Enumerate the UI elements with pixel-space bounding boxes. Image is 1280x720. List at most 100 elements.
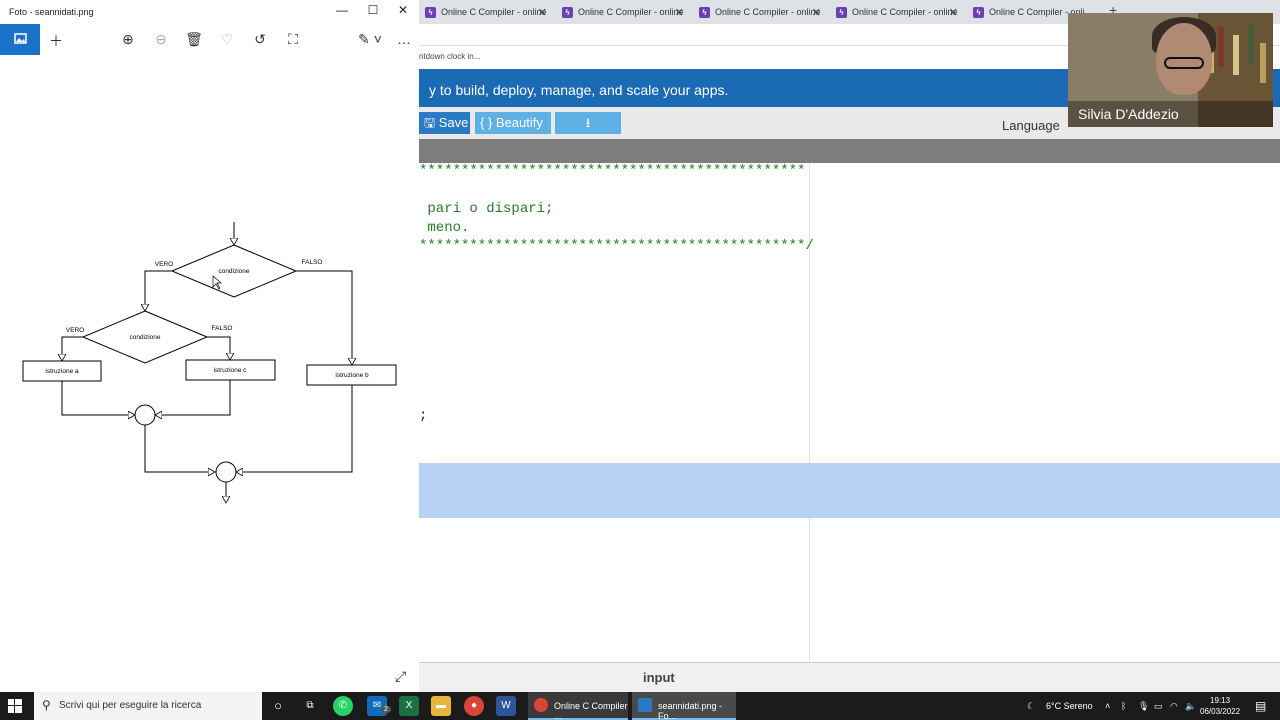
code-line: meno. [419, 220, 470, 236]
book [1233, 35, 1239, 75]
glasses [1164, 57, 1204, 69]
webcam-overlay: Silvia D'Addezio [1068, 13, 1273, 127]
compiler-favicon-icon: ϟ [836, 7, 847, 18]
merge-arrow-b [237, 385, 353, 472]
browser-tab[interactable]: ϟ Online C Compiler - online✕ [830, 2, 964, 24]
save-button[interactable]: 🖫 Save [419, 112, 470, 134]
download-icon: ⭳ [585, 115, 591, 130]
top-condition-diamond [170, 244, 298, 298]
top-false-arrow [296, 270, 352, 364]
new-tab-icon[interactable]: + [1109, 2, 1118, 18]
taskbar-search-box[interactable]: ⚲ Scrivi qui per eseguire la ricerca [34, 692, 262, 720]
download-button[interactable]: ⭳ [555, 112, 621, 134]
clock-time: 19:13 [1210, 696, 1231, 705]
top-condition-label: condizione [218, 268, 249, 275]
box-c-label: istruzione c [214, 367, 248, 374]
browser-tab[interactable]: ϟ Online C Compiler - online✕ [556, 2, 690, 24]
word-icon[interactable]: W [496, 696, 516, 716]
crop-icon[interactable]: ⛶ [288, 31, 298, 47]
gallery-icon [14, 33, 27, 44]
edit-dropdown-icon[interactable]: ✎ ˅ [358, 31, 382, 47]
inner-true-arrow [62, 336, 83, 360]
language-label: Language [1002, 118, 1060, 133]
volume-icon[interactable]: 🔈 [1185, 701, 1197, 711]
merge-arrow-c [156, 380, 231, 415]
cortana-icon[interactable]: ○ [274, 698, 282, 713]
mouse-cursor-icon [212, 275, 222, 290]
notifications-icon[interactable]: ▤ [1255, 699, 1267, 713]
code-line: ****************************************… [419, 238, 814, 254]
beautify-button[interactable]: { } Beautify [475, 112, 551, 134]
name-bar [1068, 101, 1273, 127]
code-line: pari o dispari; [419, 201, 554, 217]
system-clock[interactable]: 19:13 06/03/2022 [1200, 695, 1240, 717]
search-icon: ⚲ [42, 698, 51, 712]
show-hidden-icons-icon[interactable]: ˄ [1105, 701, 1111, 711]
compiler-favicon-icon: ϟ [562, 7, 573, 18]
photos-window: Foto - seannidati.png — ☐ ✕ ＋ ⊕ ⊖ 🗑 ♡ ↺ … [0, 0, 419, 692]
close-tab-icon[interactable]: ✕ [811, 7, 821, 19]
input-label: input [643, 670, 675, 685]
inner-condition-label: condizione [129, 334, 160, 341]
see-all-photos-button[interactable] [0, 24, 40, 55]
rotate-icon[interactable]: ↺ [254, 31, 266, 47]
minimize-button[interactable]: — [336, 3, 348, 17]
add-icon[interactable]: ＋ [49, 33, 63, 49]
close-button[interactable]: ✕ [397, 3, 409, 17]
editor-header [419, 139, 1280, 163]
zoom-out-icon[interactable]: ⊖ [155, 31, 167, 47]
taskbar-window-photos[interactable]: seannidati.png - Fo... [632, 692, 736, 720]
merge-arrow-a [61, 381, 134, 415]
book [1260, 43, 1266, 83]
tab-label: Online C Compiler - online [441, 7, 547, 17]
print-margin [809, 163, 810, 663]
windows-taskbar: ⚲ Scrivi qui per eseguire la ricerca ○ ⧉… [0, 692, 1280, 720]
microphone-icon[interactable]: 🎙 [1138, 701, 1150, 711]
participant-name: Silvia D'Addezio [1078, 106, 1179, 122]
chrome-icon [534, 698, 548, 712]
taskbar-window-label: Online C Compiler ... [554, 701, 628, 720]
task-view-icon[interactable]: ⧉ [306, 700, 314, 711]
box-b-label: istruzione b [335, 372, 369, 379]
input-panel-header[interactable]: input [419, 662, 1280, 692]
tab-label: Online C Compiler - online [715, 7, 821, 17]
outer-merge-connector [215, 461, 237, 483]
code-editor-lower[interactable] [419, 518, 1280, 662]
image-canvas: condizione VERO FALSO condizione VERO FA… [0, 55, 419, 692]
chrome-icon[interactable]: ● [464, 696, 484, 716]
inner-condition-diamond [81, 310, 209, 364]
browser-tab[interactable]: ϟ Online C Compiler - online✕ [419, 2, 553, 24]
flowchart-diagram: condizione VERO FALSO condizione VERO FA… [22, 222, 397, 692]
weather-icon[interactable]: ☾ [1027, 701, 1036, 711]
fullscreen-expand-icon[interactable]: ⤢ [395, 668, 407, 684]
close-tab-icon[interactable]: ✕ [674, 7, 684, 19]
whatsapp-icon[interactable]: ✆ [333, 696, 353, 716]
excel-icon[interactable]: X [399, 696, 419, 716]
compiler-favicon-icon: ϟ [425, 7, 436, 18]
box-a-label: istruzione a [45, 368, 79, 375]
zoom-in-icon[interactable]: ⊕ [122, 31, 134, 47]
close-tab-icon[interactable]: ✕ [948, 7, 958, 19]
bluetooth-icon[interactable]: ᛒ [1121, 701, 1127, 711]
weather-text[interactable]: 6°C Sereno [1046, 701, 1093, 711]
inner-false-arrow [207, 336, 230, 359]
wifi-icon[interactable]: ◠ [1170, 701, 1178, 711]
top-true-label: VERO [155, 261, 173, 268]
code-line: ; [419, 408, 428, 424]
close-tab-icon[interactable]: ✕ [537, 7, 547, 19]
favorite-icon[interactable]: ♡ [220, 31, 234, 47]
battery-icon[interactable]: ▭ [1154, 701, 1163, 711]
maximize-button[interactable]: ☐ [367, 3, 379, 17]
code-editor[interactable]: ****************************************… [419, 163, 1280, 663]
more-options-icon[interactable]: … [397, 31, 411, 47]
bookmark-item[interactable]: ntdown clock in... [419, 52, 481, 61]
file-explorer-icon[interactable]: ▬ [431, 696, 451, 716]
tab-label: Online C Compiler - online [578, 7, 684, 17]
inner-merge-connector [134, 404, 156, 426]
delete-icon[interactable]: 🗑 [185, 31, 203, 47]
windows-start-icon[interactable] [8, 699, 22, 713]
tab-label: Online C Compiler - online [852, 7, 958, 17]
taskbar-window-compiler[interactable]: Online C Compiler ... [528, 692, 628, 720]
